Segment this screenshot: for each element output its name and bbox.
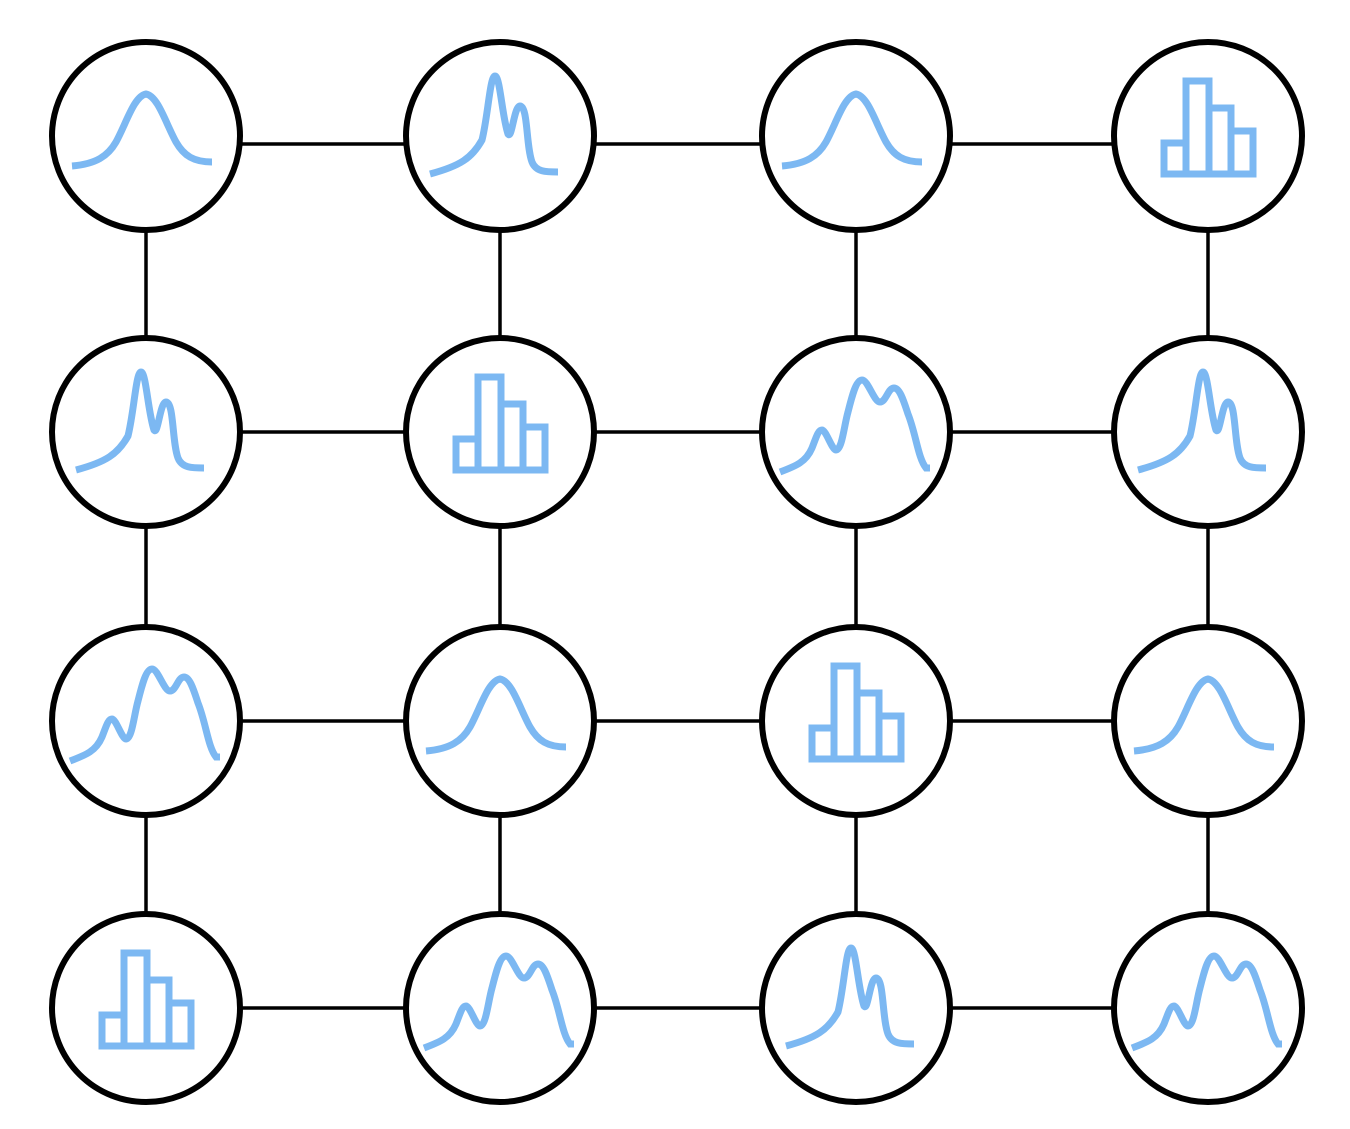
unimodal-curve-icon — [425, 675, 567, 755]
node-circle — [403, 39, 597, 233]
curve-line — [429, 72, 559, 178]
curve-line — [71, 90, 213, 170]
histogram-icon — [452, 373, 549, 474]
node-circle — [1111, 911, 1305, 1105]
bimodal-curve-icon — [1137, 368, 1267, 474]
node-circle — [49, 335, 243, 529]
node-circle — [403, 624, 597, 818]
node-r2c2 — [403, 335, 597, 529]
node-r2c1 — [49, 335, 243, 529]
node-r3c3 — [759, 624, 953, 818]
curve-line — [781, 90, 923, 170]
node-circle — [49, 624, 243, 818]
node-r4c1 — [49, 911, 243, 1105]
histogram-bar — [165, 999, 195, 1050]
node-r4c2 — [403, 911, 597, 1105]
bimodal-curve-icon — [785, 944, 915, 1050]
curve-line — [422, 952, 574, 1052]
node-r3c4 — [1111, 624, 1305, 818]
curve-line — [68, 665, 220, 765]
multimodal-curve-icon — [778, 376, 930, 476]
node-circle — [403, 911, 597, 1105]
node-r3c1 — [49, 624, 243, 818]
node-r1c1 — [49, 39, 243, 233]
histogram-bar — [1227, 127, 1257, 178]
node-circle — [1111, 335, 1305, 529]
node-r3c2 — [403, 624, 597, 818]
bimodal-curve-icon — [429, 72, 559, 178]
node-circle — [759, 335, 953, 529]
unimodal-curve-icon — [781, 90, 923, 170]
histogram-icon — [1160, 77, 1257, 178]
histogram-bar — [875, 712, 905, 763]
node-r1c3 — [759, 39, 953, 233]
node-r2c4 — [1111, 335, 1305, 529]
curve-line — [1130, 952, 1282, 1052]
unimodal-curve-icon — [1133, 675, 1275, 755]
curve-line — [1133, 675, 1275, 755]
unimodal-curve-icon — [71, 90, 213, 170]
node-circle — [49, 39, 243, 233]
curve-line — [778, 376, 930, 476]
node-circle — [759, 911, 953, 1105]
curve-line — [75, 368, 205, 474]
histogram-bar — [519, 423, 549, 474]
node-r1c2 — [403, 39, 597, 233]
node-r1c4 — [1111, 39, 1305, 233]
multimodal-curve-icon — [1130, 952, 1282, 1052]
nodes-layer — [49, 39, 1305, 1105]
edges-layer — [144, 136, 1210, 1010]
histogram-icon — [808, 662, 905, 763]
node-circle — [759, 39, 953, 233]
curve-line — [785, 944, 915, 1050]
multimodal-curve-icon — [422, 952, 574, 1052]
node-circle — [1111, 624, 1305, 818]
bimodal-curve-icon — [75, 368, 205, 474]
node-r4c3 — [759, 911, 953, 1105]
multimodal-curve-icon — [68, 665, 220, 765]
node-r2c3 — [759, 335, 953, 529]
curve-line — [425, 675, 567, 755]
node-r4c4 — [1111, 911, 1305, 1105]
histogram-icon — [98, 949, 195, 1050]
curve-line — [1137, 368, 1267, 474]
